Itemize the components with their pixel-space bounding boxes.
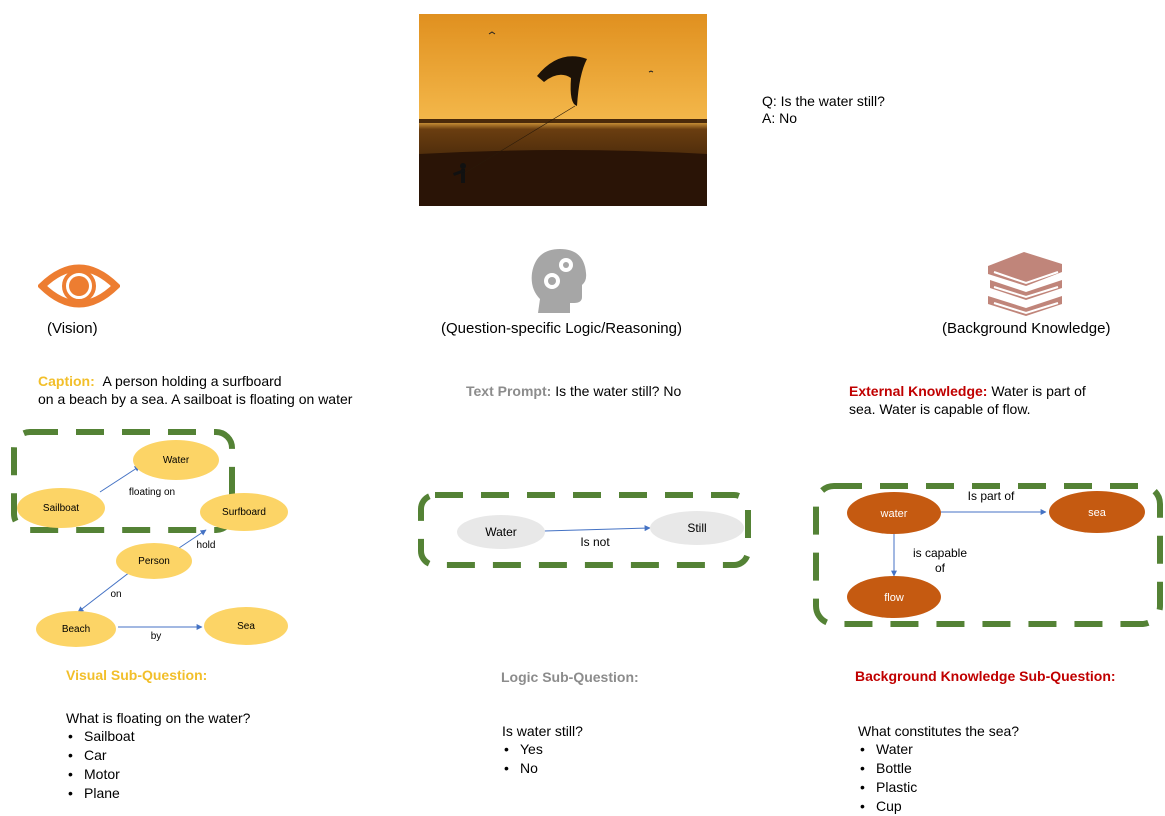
caption-line1: A person holding a surfboard	[102, 373, 282, 389]
edge-hold-label: hold	[197, 540, 216, 551]
option-item: Motor	[66, 765, 250, 784]
option-item: Sailboat	[66, 727, 250, 746]
vision-label: (Vision)	[47, 320, 98, 337]
option-item: Car	[66, 746, 250, 765]
edge-part-of-label: Is part of	[968, 489, 1015, 503]
external-knowledge-block: External Knowledge: Water is part of sea…	[849, 382, 1149, 418]
edge-is-not-label: Is not	[580, 535, 610, 549]
node-logic-still-label: Still	[687, 521, 706, 535]
edge-floating-on-label: floating on	[129, 487, 175, 498]
node-logic-water-label: Water	[485, 525, 517, 539]
option-item: Cup	[858, 797, 1019, 816]
external-knowledge-line2: sea. Water is capable of flow.	[849, 401, 1031, 417]
logic-subq-title: Logic Sub-Question:	[501, 669, 639, 685]
edge-person-surfboard	[175, 529, 207, 551]
external-knowledge-line1: Water is part of	[991, 383, 1086, 399]
node-beach	[36, 611, 116, 647]
node-water-label: Water	[163, 455, 190, 466]
node-know-water-label: water	[880, 508, 908, 520]
logic-subq-question: Is water still?	[502, 723, 583, 739]
text-prompt-block: Text Prompt: Is the water still? No	[466, 382, 681, 400]
edge-capable-label-1: is capable	[913, 546, 967, 560]
node-know-flow-label: flow	[884, 592, 904, 604]
node-sailboat-label: Sailboat	[43, 503, 79, 514]
option-item: No	[502, 759, 583, 778]
text-prompt-value: Is the water still? No	[555, 383, 682, 399]
visual-subq-title: Visual Sub-Question:	[66, 667, 208, 683]
node-person	[116, 543, 192, 579]
caption-key: Caption:	[38, 373, 95, 389]
logic-graph: Water Still Is not	[418, 492, 751, 568]
node-beach-label: Beach	[62, 624, 90, 635]
external-knowledge-key: External Knowledge:	[849, 383, 988, 399]
option-item: Yes	[502, 740, 583, 759]
text-prompt-key: Text Prompt:	[466, 383, 552, 399]
qa-answer: A: No	[762, 110, 798, 126]
option-item: Plane	[66, 784, 250, 803]
node-sailboat	[17, 488, 105, 528]
knowledge-subq-question: What constitutes the sea?	[858, 723, 1020, 739]
node-logic-water	[457, 515, 545, 549]
visual-subq-block: What is floating on the water? Sailboat …	[66, 709, 250, 803]
node-know-sea-label: sea	[1088, 507, 1107, 519]
knowledge-subq-block: What constitutes the sea? Water Bottle P…	[858, 722, 1019, 816]
knowledge-graph: water sea flow Is part of is capable of	[813, 483, 1163, 627]
node-know-flow	[847, 576, 941, 618]
knowledge-subq-title: Background Knowledge Sub-Question:	[855, 668, 1116, 684]
edge-person-beach	[77, 571, 131, 613]
caption-block: Caption: A person holding a surfboard on…	[38, 372, 418, 408]
option-item: Plastic	[858, 778, 1019, 797]
node-sea	[204, 607, 288, 645]
caption-line2: on a beach by a sea. A sailboat is float…	[38, 391, 353, 407]
visual-subq-options: Sailboat Car Motor Plane	[66, 727, 250, 803]
node-water	[133, 440, 219, 480]
logic-label: (Question-specific Logic/Reasoning)	[441, 320, 682, 337]
edge-on-label: on	[110, 589, 121, 600]
eye-icon	[38, 264, 120, 308]
node-know-water	[847, 492, 941, 534]
vision-graph: Water Sailboat Surfboard Person Beach Se…	[11, 429, 288, 647]
option-item: Bottle	[858, 759, 1019, 778]
knowledge-label: (Background Knowledge)	[942, 320, 1111, 337]
kitesurf-photo	[419, 14, 707, 206]
books-icon	[988, 252, 1062, 316]
node-sea-label: Sea	[237, 621, 255, 632]
qa-question: Q: Is the water still?	[762, 93, 885, 109]
node-surfboard	[200, 493, 288, 531]
edge-sailboat-water	[99, 465, 141, 493]
logic-subq-options: Yes No	[502, 740, 583, 778]
edge-water-still	[543, 525, 651, 532]
node-know-sea	[1049, 491, 1145, 533]
option-item: Water	[858, 740, 1019, 759]
vision-highlight-box	[11, 429, 235, 533]
head-gears-icon	[531, 249, 587, 313]
knowledge-highlight-box	[813, 483, 1163, 627]
edge-capable-label-2: of	[935, 561, 946, 575]
logic-highlight-box	[418, 492, 751, 568]
node-logic-still	[650, 511, 744, 545]
logic-subq-block: Is water still? Yes No	[502, 722, 583, 778]
question-answer: Q: Is the water still? A: No	[762, 93, 885, 127]
node-surfboard-label: Surfboard	[222, 507, 266, 518]
edge-by-label: by	[151, 631, 162, 642]
node-person-label: Person	[138, 556, 170, 567]
knowledge-subq-options: Water Bottle Plastic Cup	[858, 740, 1019, 816]
visual-subq-question: What is floating on the water?	[66, 710, 251, 726]
